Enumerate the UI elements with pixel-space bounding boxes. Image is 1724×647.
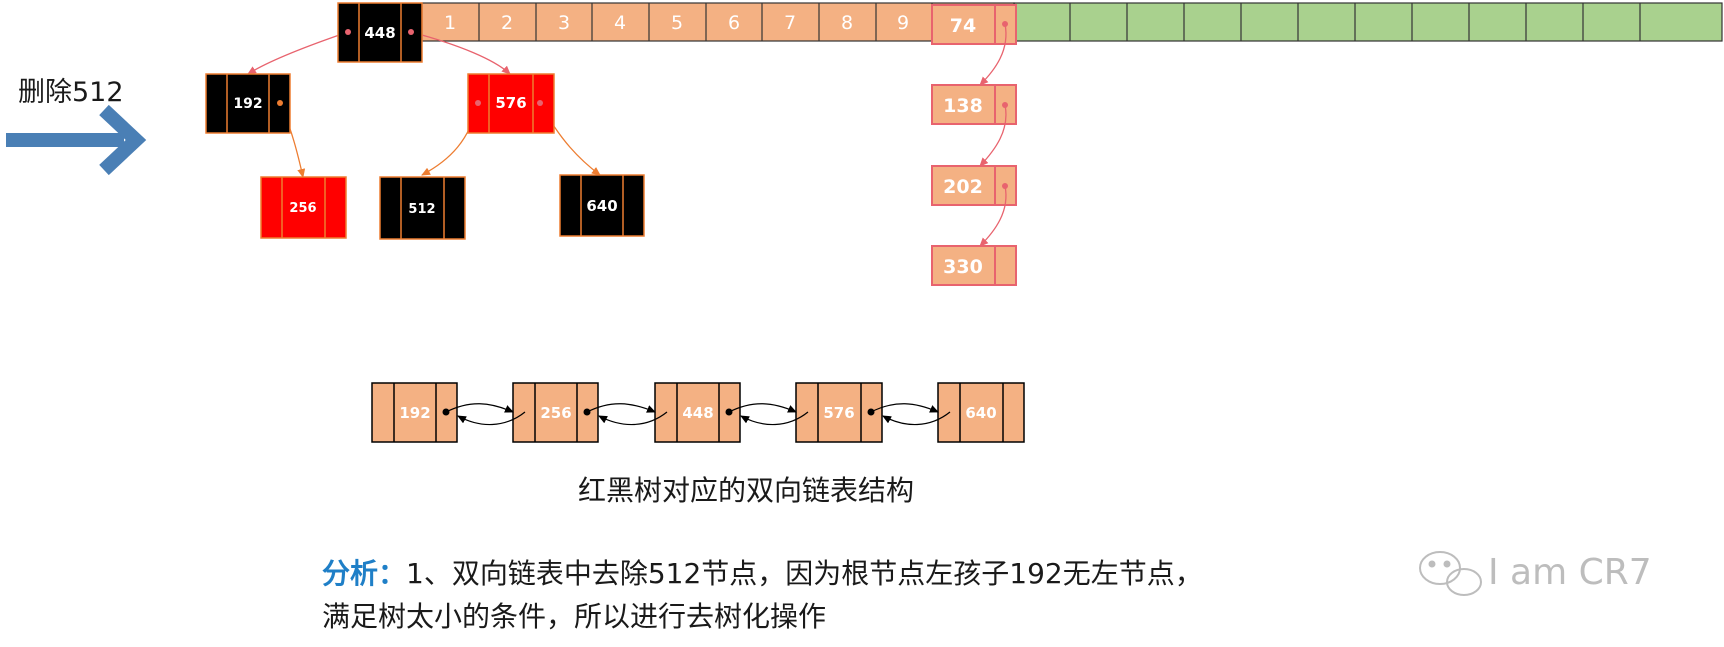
chain-node-202: 202 xyxy=(931,165,1017,206)
chain-arrow xyxy=(979,104,1007,167)
list-item: 576 xyxy=(795,382,883,443)
analysis-line-1-text: 1、双向链表中去除512节点，因为根节点左孩子192无左节点， xyxy=(406,557,1203,590)
chain-node-label: 202 xyxy=(943,176,983,198)
analysis-label: 分析： xyxy=(322,557,407,590)
list-item: 640 xyxy=(937,382,1025,443)
bucket-cell-label: 2 xyxy=(501,12,513,34)
chain-node-label: 74 xyxy=(950,15,976,37)
list-item-label: 192 xyxy=(399,404,430,422)
bucket-cell-label: 5 xyxy=(671,12,683,34)
tree-node-640: 640 xyxy=(559,174,645,237)
bucket-chain: 74 138 202 330 xyxy=(931,4,1017,286)
tree-node-label: 192 xyxy=(233,96,262,112)
list-item: 448 xyxy=(654,382,741,443)
list-item-label: 576 xyxy=(823,404,854,422)
next-arrow xyxy=(445,403,514,413)
list-item-label: 256 xyxy=(540,404,571,422)
linked-list: 192 256 448 576 640 xyxy=(371,382,1025,443)
analysis-text: 分析：1、双向链表中去除512节点，因为根节点左孩子192无左节点， 满足树太小… xyxy=(322,552,1322,638)
tree-node-label: 576 xyxy=(495,94,526,112)
bucket-cell-label: 7 xyxy=(784,12,796,34)
chain-node-label: 330 xyxy=(943,256,983,278)
bucket-cell-label: 8 xyxy=(841,12,853,34)
analysis-line-2: 满足树太小的条件，所以进行去树化操作 xyxy=(322,600,827,633)
list-item: 256 xyxy=(512,382,599,443)
linked-list-caption: 红黑树对应的双向链表结构 xyxy=(578,474,915,507)
right-arrow-icon xyxy=(6,104,147,176)
delete-label: 删除512 xyxy=(18,77,124,108)
next-arrow xyxy=(870,403,939,413)
tree-node-label: 512 xyxy=(408,202,435,217)
list-item: 192 xyxy=(371,382,458,443)
prev-arrow xyxy=(457,411,526,426)
tree-node-label: 448 xyxy=(364,24,395,42)
next-arrow xyxy=(728,403,797,413)
tree-node-512: 512 xyxy=(379,176,466,240)
chain-node-74: 74 xyxy=(931,4,1017,45)
bucket-array: 1 2 3 4 5 6 7 8 9 xyxy=(421,2,1015,42)
wechat-icon xyxy=(1419,551,1482,596)
watermark: I am CR7 xyxy=(1488,552,1652,593)
bucket-cell-label: 3 xyxy=(558,12,570,34)
tree-node-448: 448 xyxy=(337,2,423,63)
bucket-cell-label: 9 xyxy=(897,12,909,34)
tree-node-192: 192 xyxy=(205,73,291,134)
prev-arrow xyxy=(598,411,668,426)
bucket-array-empty-cells xyxy=(1013,2,1723,42)
prev-arrow xyxy=(882,411,951,426)
chain-node-330: 330 xyxy=(931,245,1017,286)
tree-node-576: 576 xyxy=(467,73,555,134)
tree-node-256: 256 xyxy=(260,176,347,239)
tree-node-label: 640 xyxy=(586,197,617,215)
chain-node-label: 138 xyxy=(943,95,983,117)
bucket-cell-label: 6 xyxy=(728,12,740,34)
chain-arrow xyxy=(979,23,1007,86)
list-item-label: 640 xyxy=(965,404,996,422)
bucket-cell-label: 1 xyxy=(444,12,456,34)
prev-arrow xyxy=(740,411,809,426)
analysis-line-1: 分析：1、双向链表中去除512节点，因为根节点左孩子192无左节点， xyxy=(322,552,1322,595)
bucket-cell-label: 4 xyxy=(614,12,626,34)
next-arrow xyxy=(586,403,656,413)
chain-node-138: 138 xyxy=(931,84,1017,125)
list-item-label: 448 xyxy=(682,404,713,422)
tree-node-label: 256 xyxy=(289,201,316,216)
chain-arrow xyxy=(979,185,1007,247)
